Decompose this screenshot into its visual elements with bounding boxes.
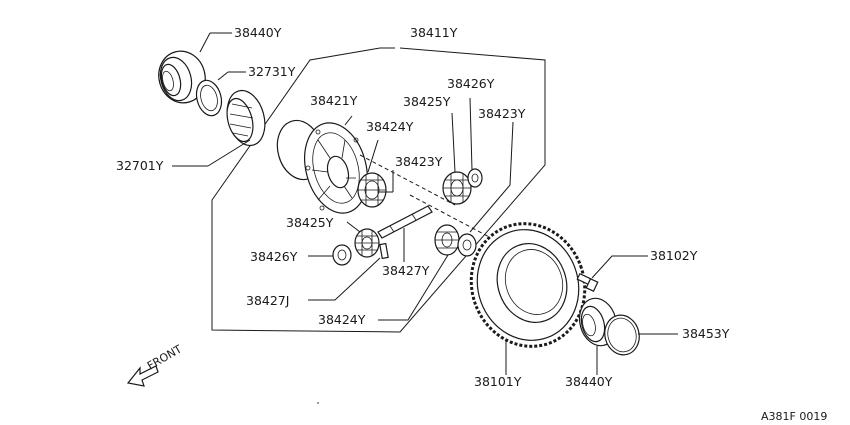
assembly-bracket <box>211 47 546 333</box>
label-pinion-gear-upper: 38424Y <box>366 119 414 134</box>
lock-pin-icon <box>379 242 389 260</box>
label-pinion-shaft: 38427Y <box>382 263 430 278</box>
label-snap-ring: 38453Y <box>682 326 730 341</box>
thrust-washer-top-icon <box>467 168 483 188</box>
pinion-washer-lower-icon <box>457 233 477 257</box>
label-diff-assembly: 38411Y <box>410 25 458 40</box>
side-gear-top-icon <box>442 171 472 205</box>
label-pinion-washer-top: 38423Y <box>478 106 526 121</box>
ring-bolt-icon <box>576 272 599 293</box>
label-pinion-washer-mid: 38423Y <box>395 154 443 169</box>
label-thrust-washer-top: 38426Y <box>447 76 495 91</box>
label-thrust-washer-left: 38426Y <box>250 249 298 264</box>
label-side-gear-top: 38425Y <box>403 94 451 109</box>
label-lock-pin: 38427J <box>246 293 289 308</box>
label-bearing-top: 38440Y <box>234 25 282 40</box>
ring-gear-icon <box>469 222 587 348</box>
pinion-shaft-icon <box>377 205 433 239</box>
snap-ring-icon <box>604 314 640 356</box>
shim-icon <box>195 79 223 117</box>
diagram-code: A381F 0019 <box>761 410 827 423</box>
label-pinion-gear-lower: 38424Y <box>318 312 366 327</box>
label-ring-gear: 38101Y <box>474 374 522 389</box>
pinion-gear-upper-icon <box>357 172 387 208</box>
label-diff-case: 38421Y <box>310 93 358 108</box>
differential-case-icon <box>276 119 368 214</box>
side-gear-left-icon <box>354 228 380 258</box>
pinion-gear-lower-icon <box>434 224 460 256</box>
label-ring-bolt: 38102Y <box>650 248 698 263</box>
bearing-top-icon <box>158 50 206 104</box>
front-label: FRONT <box>145 342 184 372</box>
label-side-gear-left: 38425Y <box>286 215 334 230</box>
side-retainer-icon <box>226 89 266 147</box>
label-side-retainer: 32701Y <box>116 158 164 173</box>
front-arrow-icon <box>126 365 159 387</box>
thrust-washer-left-icon <box>332 244 352 266</box>
label-shim: 32731Y <box>248 64 296 79</box>
label-bearing-bottom: 38440Y <box>565 374 613 389</box>
